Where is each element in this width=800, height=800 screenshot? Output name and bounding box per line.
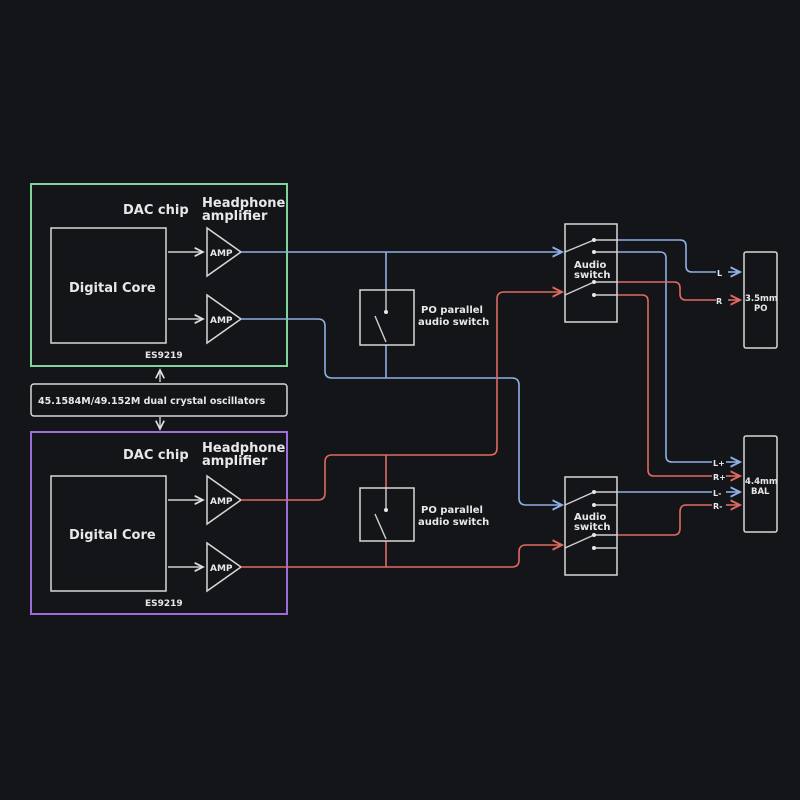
audio-switch-1-label-1: Audio bbox=[574, 260, 606, 271]
oscillator: 45.1584M/49.152M dual crystal oscillator… bbox=[30, 370, 288, 429]
left-channel-wires bbox=[241, 239, 740, 505]
audio-switch-1-label-2: switch bbox=[574, 270, 610, 281]
audio-switch-2-label-2: switch bbox=[574, 522, 610, 533]
po-switch-2: PO parallel audio switch bbox=[359, 487, 489, 542]
chip-2-title: DAC chip bbox=[123, 448, 189, 463]
po-switch-1-box bbox=[359, 289, 415, 346]
amp-label: AMP bbox=[210, 316, 233, 326]
output-4-4mm-box bbox=[743, 435, 778, 533]
audio-switch-1-box bbox=[564, 223, 618, 323]
right-channel-wires bbox=[241, 281, 740, 568]
chip-1-border bbox=[30, 183, 288, 367]
dac-chip-1: DAC chip Headphone amplifier Digital Cor… bbox=[30, 183, 288, 367]
oscillator-label: 45.1584M/49.152M dual crystal oscillator… bbox=[38, 396, 266, 407]
audio-switch-1: Audio switch bbox=[564, 223, 618, 323]
pin-label-l: L bbox=[717, 269, 722, 278]
oscillator-box bbox=[30, 383, 288, 417]
output-3-5mm-po: 3.5mm PO L R bbox=[716, 251, 778, 349]
chip-2-amp-title-1: Headphone bbox=[202, 441, 286, 456]
chip-1-digital-core bbox=[50, 227, 167, 344]
chip-2-model: ES9219 bbox=[145, 599, 183, 609]
pin-label-r: R bbox=[716, 297, 722, 306]
po-switch-1: PO parallel audio switch bbox=[359, 289, 489, 346]
po-switch-2-label-1: PO parallel bbox=[421, 505, 483, 516]
chip-2-amp-1 bbox=[206, 474, 243, 526]
pin-label-r-plus: R+ bbox=[713, 473, 726, 482]
pin-label-l-minus: L- bbox=[713, 489, 721, 498]
chip-2-digital-core bbox=[50, 475, 167, 592]
po-switch-2-label-2: audio switch bbox=[418, 517, 489, 528]
audio-switch-2-label-1: Audio bbox=[574, 512, 606, 523]
chip-1-amp-1 bbox=[206, 226, 243, 278]
chip-1-amp-title-2: amplifier bbox=[202, 209, 268, 224]
dac-chip-2: DAC chip Headphone amplifier Digital Cor… bbox=[30, 431, 288, 615]
chip-2-border bbox=[30, 431, 288, 615]
po-switch-2-box bbox=[359, 487, 415, 542]
chip-2-amp-title-2: amplifier bbox=[202, 454, 268, 469]
output-4-4mm-label-2: BAL bbox=[751, 487, 770, 497]
pin-label-r-minus: R- bbox=[713, 502, 722, 511]
po-switch-1-label-2: audio switch bbox=[418, 317, 489, 328]
chip-2-amp-2 bbox=[206, 541, 243, 593]
po-switch-1-label-1: PO parallel bbox=[421, 305, 483, 316]
amp-label: AMP bbox=[210, 564, 233, 574]
audio-switch-2-box bbox=[564, 476, 618, 576]
amp-label: AMP bbox=[210, 249, 233, 259]
amp-label: AMP bbox=[210, 497, 233, 507]
chip-2-core-label: Digital Core bbox=[69, 528, 156, 543]
chip-1-core-label: Digital Core bbox=[69, 281, 156, 296]
pin-label-l-plus: L+ bbox=[713, 459, 725, 468]
output-3-5mm-label-2: PO bbox=[754, 304, 767, 314]
audio-switch-2: Audio switch bbox=[564, 476, 618, 576]
chip-1-model: ES9219 bbox=[145, 351, 183, 361]
output-3-5mm-label-1: 3.5mm bbox=[745, 294, 778, 304]
chip-1-amp-title-1: Headphone bbox=[202, 196, 286, 211]
chip-1-title: DAC chip bbox=[123, 203, 189, 218]
output-4-4mm-bal: 4.4mm BAL L+ R+ L- R- bbox=[713, 435, 778, 533]
output-3-5mm-box bbox=[743, 251, 778, 349]
output-4-4mm-label-1: 4.4mm bbox=[745, 477, 778, 487]
chip-1-amp-2 bbox=[206, 293, 243, 345]
